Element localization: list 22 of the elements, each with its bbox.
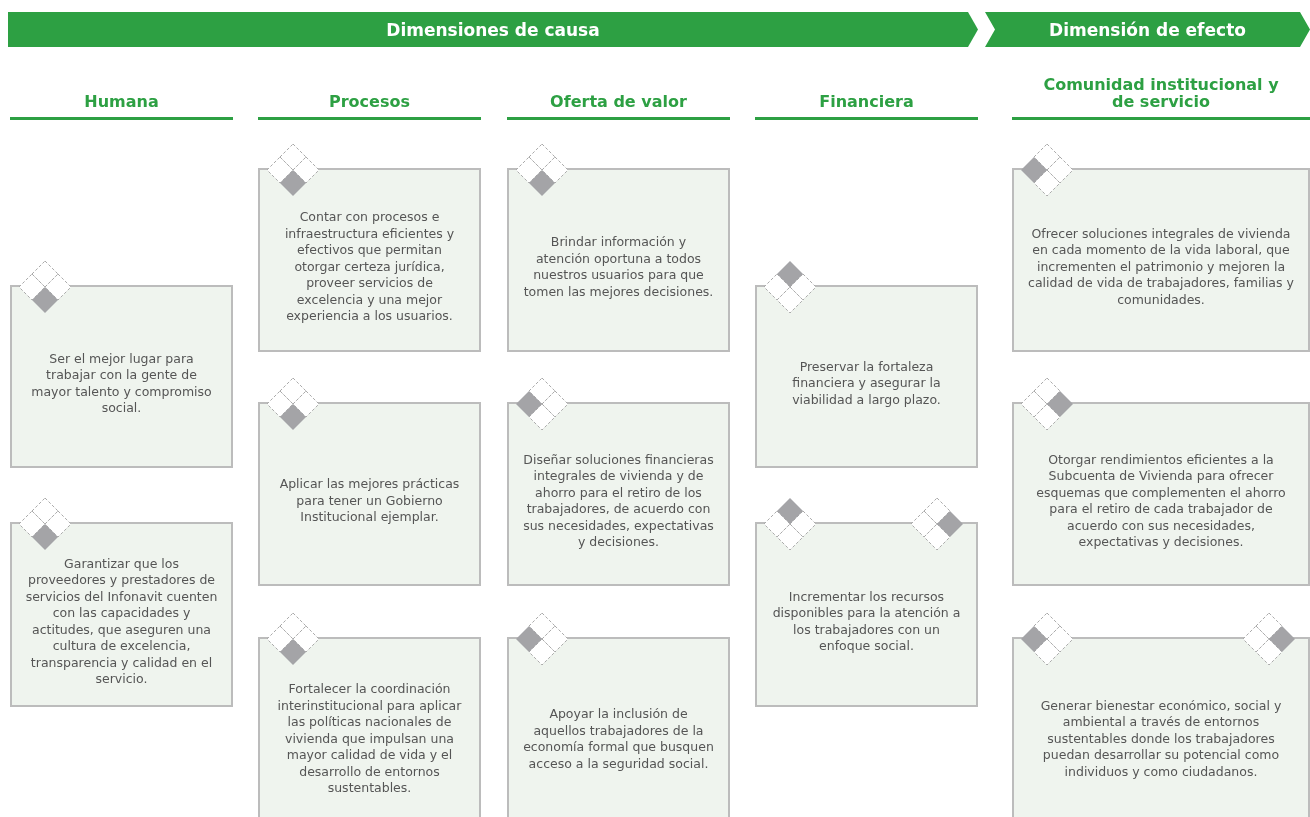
banner xyxy=(985,12,1310,47)
banner-title: Dimensiones de causa xyxy=(386,19,600,40)
banner-title: Dimensión de efecto xyxy=(1049,19,1246,40)
objective-text: Contar con procesos e infraestructura eficientes y efectivos que permitan otorgar certeza jurídica, proveer servicios de excelencia y una mejor experiencia a los usuarios. xyxy=(283,209,456,325)
column-title: Oferta de valor xyxy=(550,93,687,111)
objective-text: Fortalecer la coordinación interinstitucional para aplicar las políticas nacionales de vivienda que impulsan una mayor calidad de vida y el desarrollo de entornos sustentables. xyxy=(276,681,463,797)
column-title: Humana xyxy=(84,93,159,111)
objective-text: Preservar la fortaleza financiera y asegurar la viabilidad a largo plazo. xyxy=(791,358,942,409)
objective-text: Generar bienestar económico, social y ambiental a través de entornos sustentables donde los trabajadores puedan desarrollar su potencial como individuos y como ciudadanos. xyxy=(1039,697,1283,781)
objective-text: Incrementar los recursos disponibles para la atención a los trabajadores con un enfoque social. xyxy=(771,588,962,655)
objective-text: Apoyar la inclusión de aquellos trabajadores de la economía formal que busquen acceso a la seguridad social. xyxy=(522,706,715,772)
column-title: Financiera xyxy=(819,93,914,111)
objective-text: Ser el mejor lugar para trabajar con la gente de mayor talento y compromiso social. xyxy=(30,350,213,417)
objective-text: Brindar información y atención oportuna a todos nuestros usuarios para que tomen las mejores decisiones. xyxy=(522,234,715,300)
objective-text: Garantizar que los proveedores y prestadores de servicios del Infonavit cuenten con las capacidades y actitudes, que aseguren una cultura de excelencia, transparencia y calidad en el servicio. xyxy=(25,555,218,688)
column-title: Procesos xyxy=(329,93,410,111)
column-title: Comunidad institucional y de servicio xyxy=(1042,75,1280,111)
objective-text: Diseñar soluciones financieras integrales de vivienda y de ahorro para el retiro de los trabajadores, de acuerdo con sus necesidades, expectativas y decisiones. xyxy=(522,451,715,551)
objective-text: Otorgar rendimientos eficientes a la Subcuenta de Vivienda para ofrecer esquemas que complementen el ahorro para el retiro de cada trabajador de acuerdo con sus necesidades, expectativas y decisiones. xyxy=(1035,451,1287,551)
objective-text: Ofrecer soluciones integrales de vivienda en cada momento de la vida laboral, que incrementen el patrimonio y mejoren la calidad de vida de trabajadores, familias y comunidades. xyxy=(1027,225,1295,309)
banner xyxy=(8,12,978,47)
objective-text: Aplicar las mejores prácticas para tener un Gobierno Institucional ejemplar. xyxy=(278,476,461,526)
